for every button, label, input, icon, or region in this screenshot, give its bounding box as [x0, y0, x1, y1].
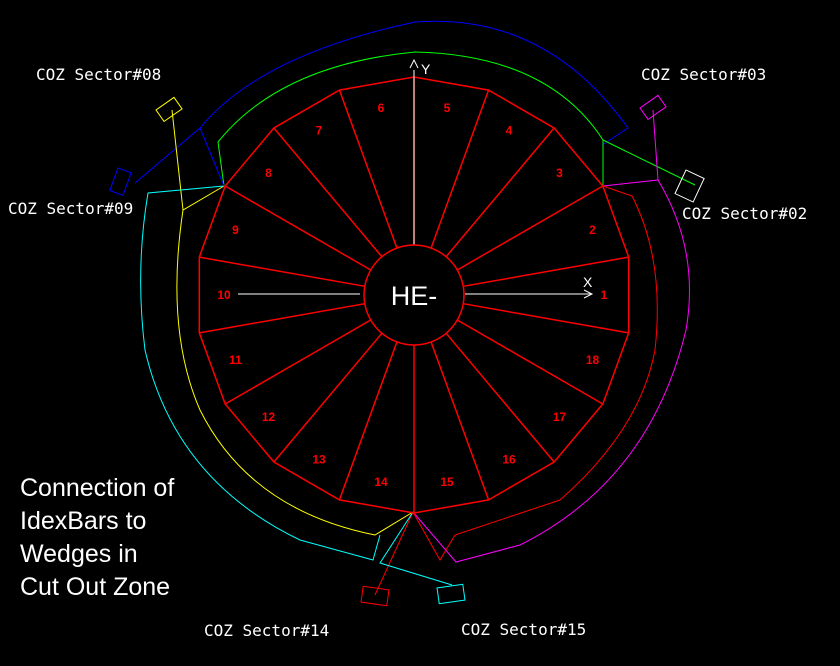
outer-blue-band	[134, 20, 629, 184]
wedge-label-18: 18	[586, 353, 600, 367]
wedge-spoke	[224, 185, 372, 271]
wedge-structure	[198, 76, 630, 514]
wedge-label-2: 2	[589, 223, 596, 237]
wedge-label-12: 12	[262, 410, 276, 424]
wedge-label-5: 5	[444, 101, 451, 115]
wedge-spoke	[199, 302, 365, 334]
sector-14-box	[360, 585, 390, 607]
sector-02-box	[674, 169, 705, 203]
center-label: HE-	[391, 281, 438, 311]
caption-line-1: Connection of	[20, 474, 175, 502]
sector-label-15: COZ Sector#15	[461, 620, 586, 639]
wedge-spoke	[463, 256, 629, 288]
x-axis-arrow	[583, 289, 594, 299]
sector-label-08: COZ Sector#08	[36, 65, 161, 84]
wedge-label-13: 13	[312, 453, 326, 467]
wedge-label-10: 10	[217, 288, 231, 302]
caption: Connection of IdexBars to Wedges in Cut …	[20, 472, 220, 604]
wedge-label-3: 3	[556, 166, 563, 180]
wedge-label-17: 17	[553, 410, 567, 424]
axis-y-label: Y	[421, 61, 431, 77]
wedge-spoke	[445, 332, 555, 463]
axes	[238, 58, 594, 299]
wedge-label-4: 4	[506, 124, 513, 138]
wedge-label-11: 11	[229, 353, 242, 367]
sector-label-03: COZ Sector#03	[641, 65, 766, 84]
wedge-label-6: 6	[378, 101, 385, 115]
wedge-spoke	[338, 89, 398, 249]
sector-15-box	[436, 583, 466, 605]
caption-line-2: IdexBars to	[20, 507, 147, 535]
axis-x-label: X	[583, 274, 593, 290]
caption-line-4: Cut Out Zone	[20, 573, 171, 601]
wedge-spoke	[463, 302, 629, 334]
wedge-spoke	[199, 256, 365, 288]
red-band-right	[374, 185, 658, 596]
caption-line-3: Wedges in	[20, 540, 138, 568]
wedge-spoke	[456, 185, 604, 271]
wedge-label-1: 1	[601, 288, 608, 302]
wedge-spoke	[224, 319, 372, 405]
sector-label-14: COZ Sector#14	[204, 621, 329, 640]
wedge-spoke	[338, 341, 398, 501]
magenta-band	[412, 109, 690, 563]
wedge-label-15: 15	[440, 475, 454, 489]
wedge-spoke	[445, 127, 555, 258]
wedge-label-16: 16	[502, 453, 516, 467]
center-hub	[363, 244, 465, 346]
blue-link	[199, 127, 225, 187]
wedge-spoke	[456, 319, 604, 405]
wedge-label-14: 14	[374, 475, 388, 489]
wedge-label-9: 9	[232, 223, 239, 237]
wedge-label-7: 7	[316, 124, 323, 138]
y-axis-arrow	[409, 58, 419, 69]
sector-label-02: COZ Sector#02	[682, 204, 807, 223]
inner-green-band	[217, 51, 696, 187]
wedge-spoke	[273, 332, 383, 463]
wedge-spoke	[430, 341, 490, 501]
sector-label-09: COZ Sector#09	[8, 199, 133, 218]
wedge-spoke	[430, 89, 490, 249]
sector-08-box	[155, 96, 183, 123]
wedge-label-8: 8	[265, 166, 272, 180]
wedge-spoke	[273, 127, 383, 258]
sector-09-box	[109, 167, 132, 196]
yellow-band-left	[171, 109, 414, 536]
cyan-band-left	[140, 185, 453, 586]
sector-03-box	[639, 94, 667, 121]
